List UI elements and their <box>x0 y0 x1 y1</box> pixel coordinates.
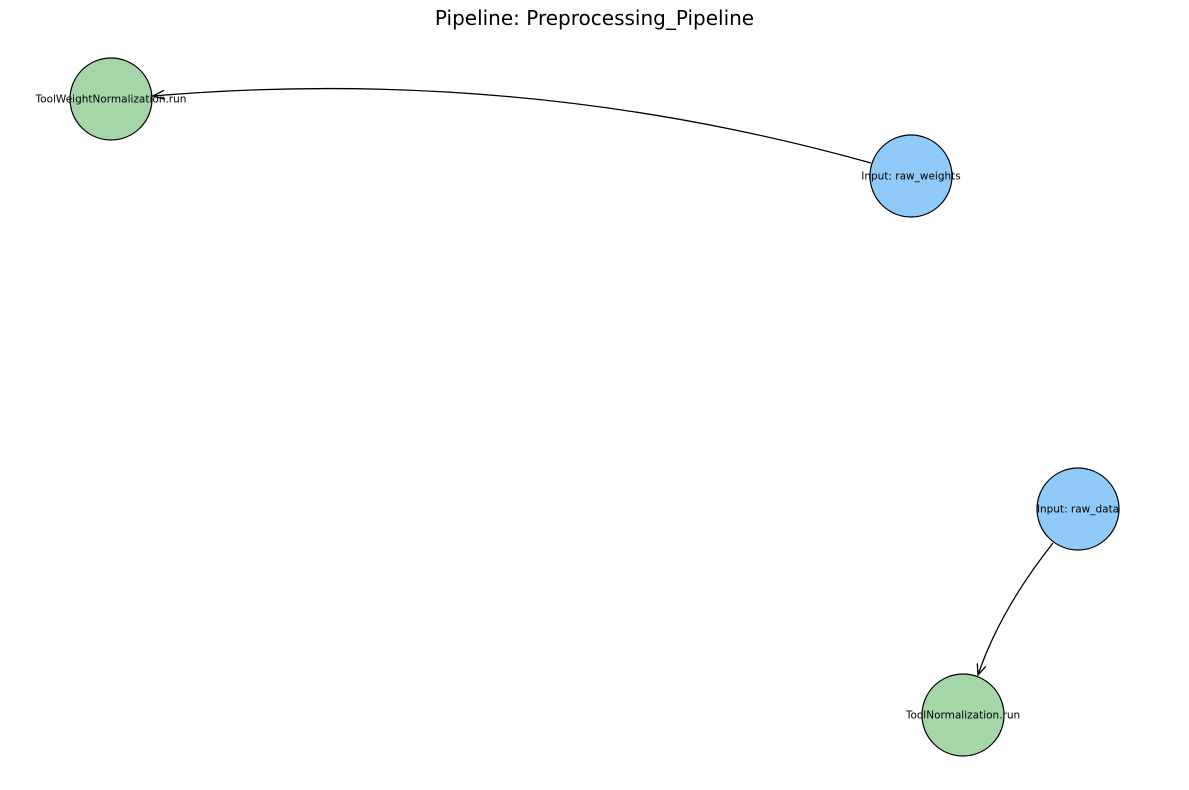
node-circle <box>921 673 1005 757</box>
node-tool-weight-normalization[interactable]: ToolWeightNormalization.run <box>35 57 187 141</box>
node-label: ToolNormalization.run <box>905 710 1020 722</box>
edge-line <box>152 87 872 164</box>
node-circle <box>69 57 153 141</box>
node-circle <box>1036 467 1120 551</box>
arrow-head-icon <box>151 89 166 100</box>
arrow-head-icon <box>976 663 987 677</box>
node-label: ToolWeightNormalization.run <box>35 94 187 106</box>
edge-raw-weights-to-weight-normalization <box>151 87 872 164</box>
node-tool-normalization[interactable]: ToolNormalization.run <box>905 673 1020 757</box>
node-label: Input: raw_data <box>1037 504 1119 516</box>
node-label: Input: raw_weights <box>861 171 961 183</box>
node-circle <box>869 134 953 218</box>
node-input-raw-weights[interactable]: Input: raw_weights <box>861 134 961 218</box>
node-input-raw-data[interactable]: Input: raw_data <box>1036 467 1120 551</box>
diagram-title: Pipeline: Preprocessing_Pipeline <box>435 6 754 30</box>
edge-line <box>977 542 1054 676</box>
edge-raw-data-to-normalization <box>976 542 1054 677</box>
